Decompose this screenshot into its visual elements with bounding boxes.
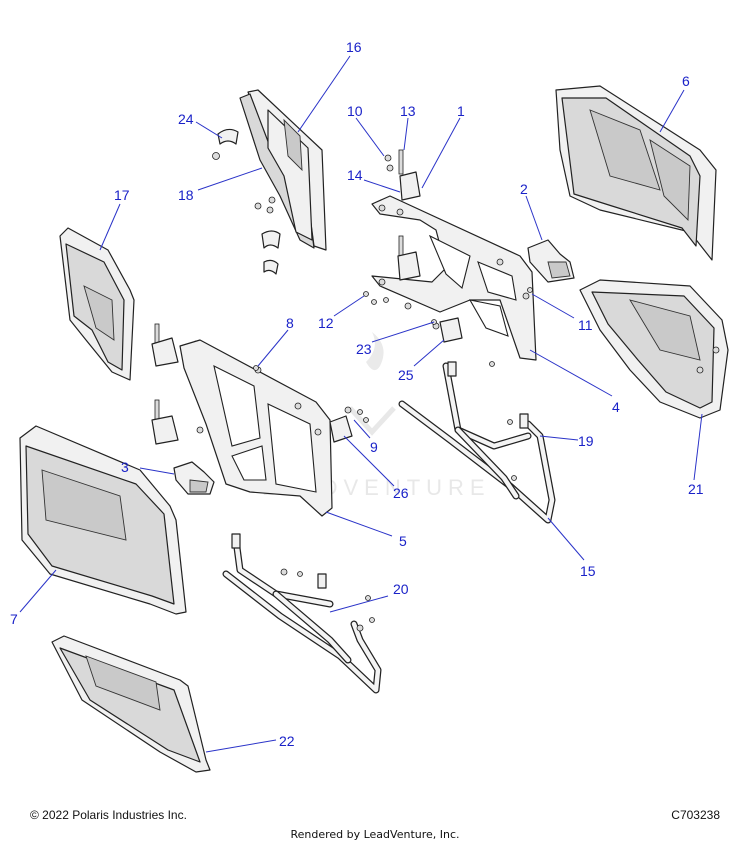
upper-left-door-skin xyxy=(59,227,135,381)
callout-25: 25 xyxy=(398,367,414,383)
callout-22: 22 xyxy=(279,733,295,749)
callout-12: 12 xyxy=(318,315,334,331)
callout-7: 7 xyxy=(10,611,18,627)
callout-3: 3 xyxy=(121,459,129,475)
right-lower-door-skin xyxy=(579,279,729,419)
leader-lines xyxy=(19,55,703,753)
callout-8: 8 xyxy=(286,315,294,331)
callout-6: 6 xyxy=(682,73,690,89)
callout-21: 21 xyxy=(688,481,704,497)
copyright-text: © 2022 Polaris Industries Inc. xyxy=(30,808,187,822)
callout-14: 14 xyxy=(347,167,363,183)
callout-11: 11 xyxy=(578,317,593,333)
callout-19: 19 xyxy=(578,433,594,449)
upper-right-door-frame xyxy=(371,195,537,361)
callout-9: 9 xyxy=(370,439,378,455)
screws xyxy=(253,287,533,623)
hinge-upper xyxy=(384,149,421,281)
callout-10: 10 xyxy=(347,103,363,119)
callout-15: 15 xyxy=(580,563,596,579)
left-door-frame xyxy=(179,339,333,517)
lower-door-skin xyxy=(51,635,211,773)
upper-right-door-skin xyxy=(555,85,717,261)
callout-13: 13 xyxy=(400,103,416,119)
callout-17: 17 xyxy=(114,187,130,203)
latch-3 xyxy=(173,461,215,495)
callout-16: 16 xyxy=(346,39,362,55)
clip-24 xyxy=(212,128,281,275)
callout-24: 24 xyxy=(178,111,194,127)
striker-26 xyxy=(329,406,353,443)
striker-25 xyxy=(432,317,463,343)
callout-23: 23 xyxy=(356,341,372,357)
lower-door-tube-frame xyxy=(222,533,382,694)
callout-20: 20 xyxy=(393,581,409,597)
diagram-code: C703238 xyxy=(671,808,720,822)
upper-door-panel xyxy=(239,89,327,251)
callout-2: 2 xyxy=(520,181,528,197)
callout-labels: 1 2 3 4 5 6 7 8 9 10 11 12 13 14 15 16 1… xyxy=(10,39,704,749)
latch-2 xyxy=(527,239,575,283)
callout-1: 1 xyxy=(457,103,465,119)
callout-4: 4 xyxy=(612,399,620,415)
rendered-by-text: Rendered by LeadVenture, Inc. xyxy=(290,828,460,841)
lower-left-door-skin xyxy=(19,425,187,615)
callout-18: 18 xyxy=(178,187,194,203)
callout-5: 5 xyxy=(399,533,407,549)
callout-26: 26 xyxy=(393,485,409,501)
